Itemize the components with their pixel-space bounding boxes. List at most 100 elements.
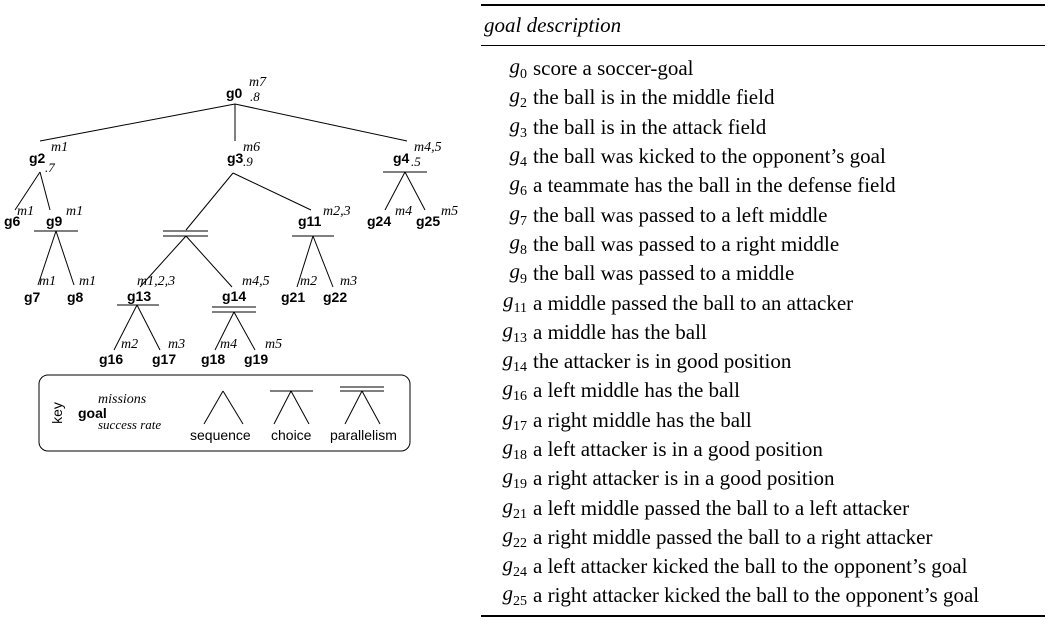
goal-node-g17: g17 m3 — [152, 337, 185, 367]
goal-description: the ball is in the attack field — [533, 114, 767, 139]
goal-label: g6 — [4, 213, 21, 229]
goal-symbol: g16 — [481, 376, 533, 405]
goal-node-g18: g18 m4 — [201, 337, 237, 367]
goal-description: a right middle has the ball — [533, 407, 752, 432]
goal-symbol: g21 — [481, 494, 533, 523]
goal-symbol: g22 — [481, 523, 533, 552]
goal-label: g22 — [323, 289, 347, 305]
goal-node-g22: g22 m3 — [323, 274, 357, 305]
goal-symbol: g11 — [481, 288, 533, 317]
goal-label: g3 — [227, 150, 244, 166]
goal-symbol: g0 — [481, 54, 533, 83]
goal-symbol-letter: g — [509, 171, 521, 196]
goal-label: g9 — [46, 213, 63, 229]
missions-label: m2 — [121, 337, 138, 352]
missions-label: m1 — [51, 140, 68, 155]
bottom-rule — [481, 614, 1045, 617]
goal-node-g3: g3 m6 .9 — [227, 140, 260, 169]
choice-symbol: choice — [270, 390, 313, 443]
goal-symbol-index: 6 — [520, 184, 527, 200]
missions-label: m6 — [243, 140, 260, 155]
goal-symbol: g18 — [481, 435, 533, 464]
goal-label: g11 — [298, 213, 322, 229]
goal-symbol-letter: g — [502, 581, 514, 606]
goal-description: a right attacker is in a good position — [533, 466, 835, 491]
goal-description: a left middle passed the ball to a left … — [533, 495, 910, 520]
success-rate: .7 — [45, 160, 55, 175]
goal-label: g25 — [416, 213, 440, 229]
goal-symbol-letter: g — [502, 317, 514, 342]
goal-symbol-index: 11 — [513, 301, 527, 317]
missions-label: m1 — [17, 204, 34, 219]
success-rate: .5 — [411, 154, 421, 169]
goal-symbol-index: 16 — [513, 389, 527, 405]
goal-node-g4: g4 m4,5 .5 — [393, 140, 442, 169]
goal-description: the ball is in the middle field — [533, 85, 775, 110]
header-rule — [481, 45, 1045, 46]
goal-symbol: g9 — [481, 259, 533, 288]
goal-symbol-letter: g — [509, 259, 521, 284]
goal-description: a teammate has the ball in the defense f… — [533, 173, 896, 198]
goal-symbol-letter: g — [509, 200, 521, 225]
goal-symbol: g19 — [481, 464, 533, 493]
goal-description: the attacker is in good position — [533, 349, 792, 374]
goal-symbol-letter: g — [502, 493, 514, 518]
choice-label: choice — [271, 427, 312, 443]
goal-symbol: g14 — [481, 347, 533, 376]
goal-symbol-index: 21 — [513, 506, 527, 522]
goal-symbol-letter: g — [502, 464, 514, 489]
missions-label: m1 — [79, 274, 96, 289]
missions-label: m4,5 — [414, 140, 442, 155]
goal-symbol-letter: g — [509, 229, 521, 254]
goal-symbol: g17 — [481, 406, 533, 435]
success-rate: .8 — [250, 89, 260, 104]
goal-node-g19: g19 m5 — [244, 337, 282, 367]
goal-node-g0: g0 m7 .8 — [226, 75, 267, 104]
goal-symbol-letter: g — [509, 54, 521, 79]
success-rate: .9 — [243, 154, 253, 169]
goal-node-g8: g8 m1 — [67, 274, 96, 305]
goal-symbol-letter: g — [509, 141, 521, 166]
goal-symbol-index: 24 — [513, 565, 527, 581]
goal-symbol-letter: g — [502, 347, 514, 372]
missions-label: m5 — [265, 337, 282, 352]
table-header: goal description — [484, 13, 622, 37]
goal-symbol-index: 22 — [513, 535, 527, 551]
goal-symbol: g24 — [481, 552, 533, 581]
goal-description: the ball was kicked to the opponent’s go… — [533, 144, 886, 169]
missions-label: m4 — [395, 204, 412, 219]
goal-symbol: g4 — [481, 142, 533, 171]
table-row: g13 a middle has the ball — [481, 318, 1045, 347]
goal-symbol-letter: g — [502, 434, 514, 459]
goal-description: a middle passed the ball to an attacker — [533, 290, 854, 315]
goal-description: a left attacker kicked the ball to the o… — [533, 554, 968, 579]
goal-label: g0 — [226, 85, 243, 101]
goal-label: g17 — [152, 351, 176, 367]
goal-description: the ball was passed to a middle — [533, 261, 795, 286]
goal-label: g21 — [281, 289, 305, 305]
missions-label: m1 — [39, 274, 56, 289]
top-rule — [481, 4, 1045, 6]
goal-symbol-letter: g — [502, 522, 514, 547]
goal-label: g18 — [201, 351, 225, 367]
goal-description: a middle has the ball — [533, 319, 707, 344]
legend-frame — [38, 374, 411, 452]
key-title: key — [49, 402, 65, 424]
goal-symbol: g3 — [481, 113, 533, 142]
goal-symbol-index: 13 — [513, 330, 527, 346]
parallelism-symbol: parallelism — [330, 386, 397, 443]
missions-label: m4 — [220, 337, 237, 352]
goal-description: a left middle has the ball — [533, 378, 741, 403]
goal-symbol-letter: g — [502, 376, 514, 401]
